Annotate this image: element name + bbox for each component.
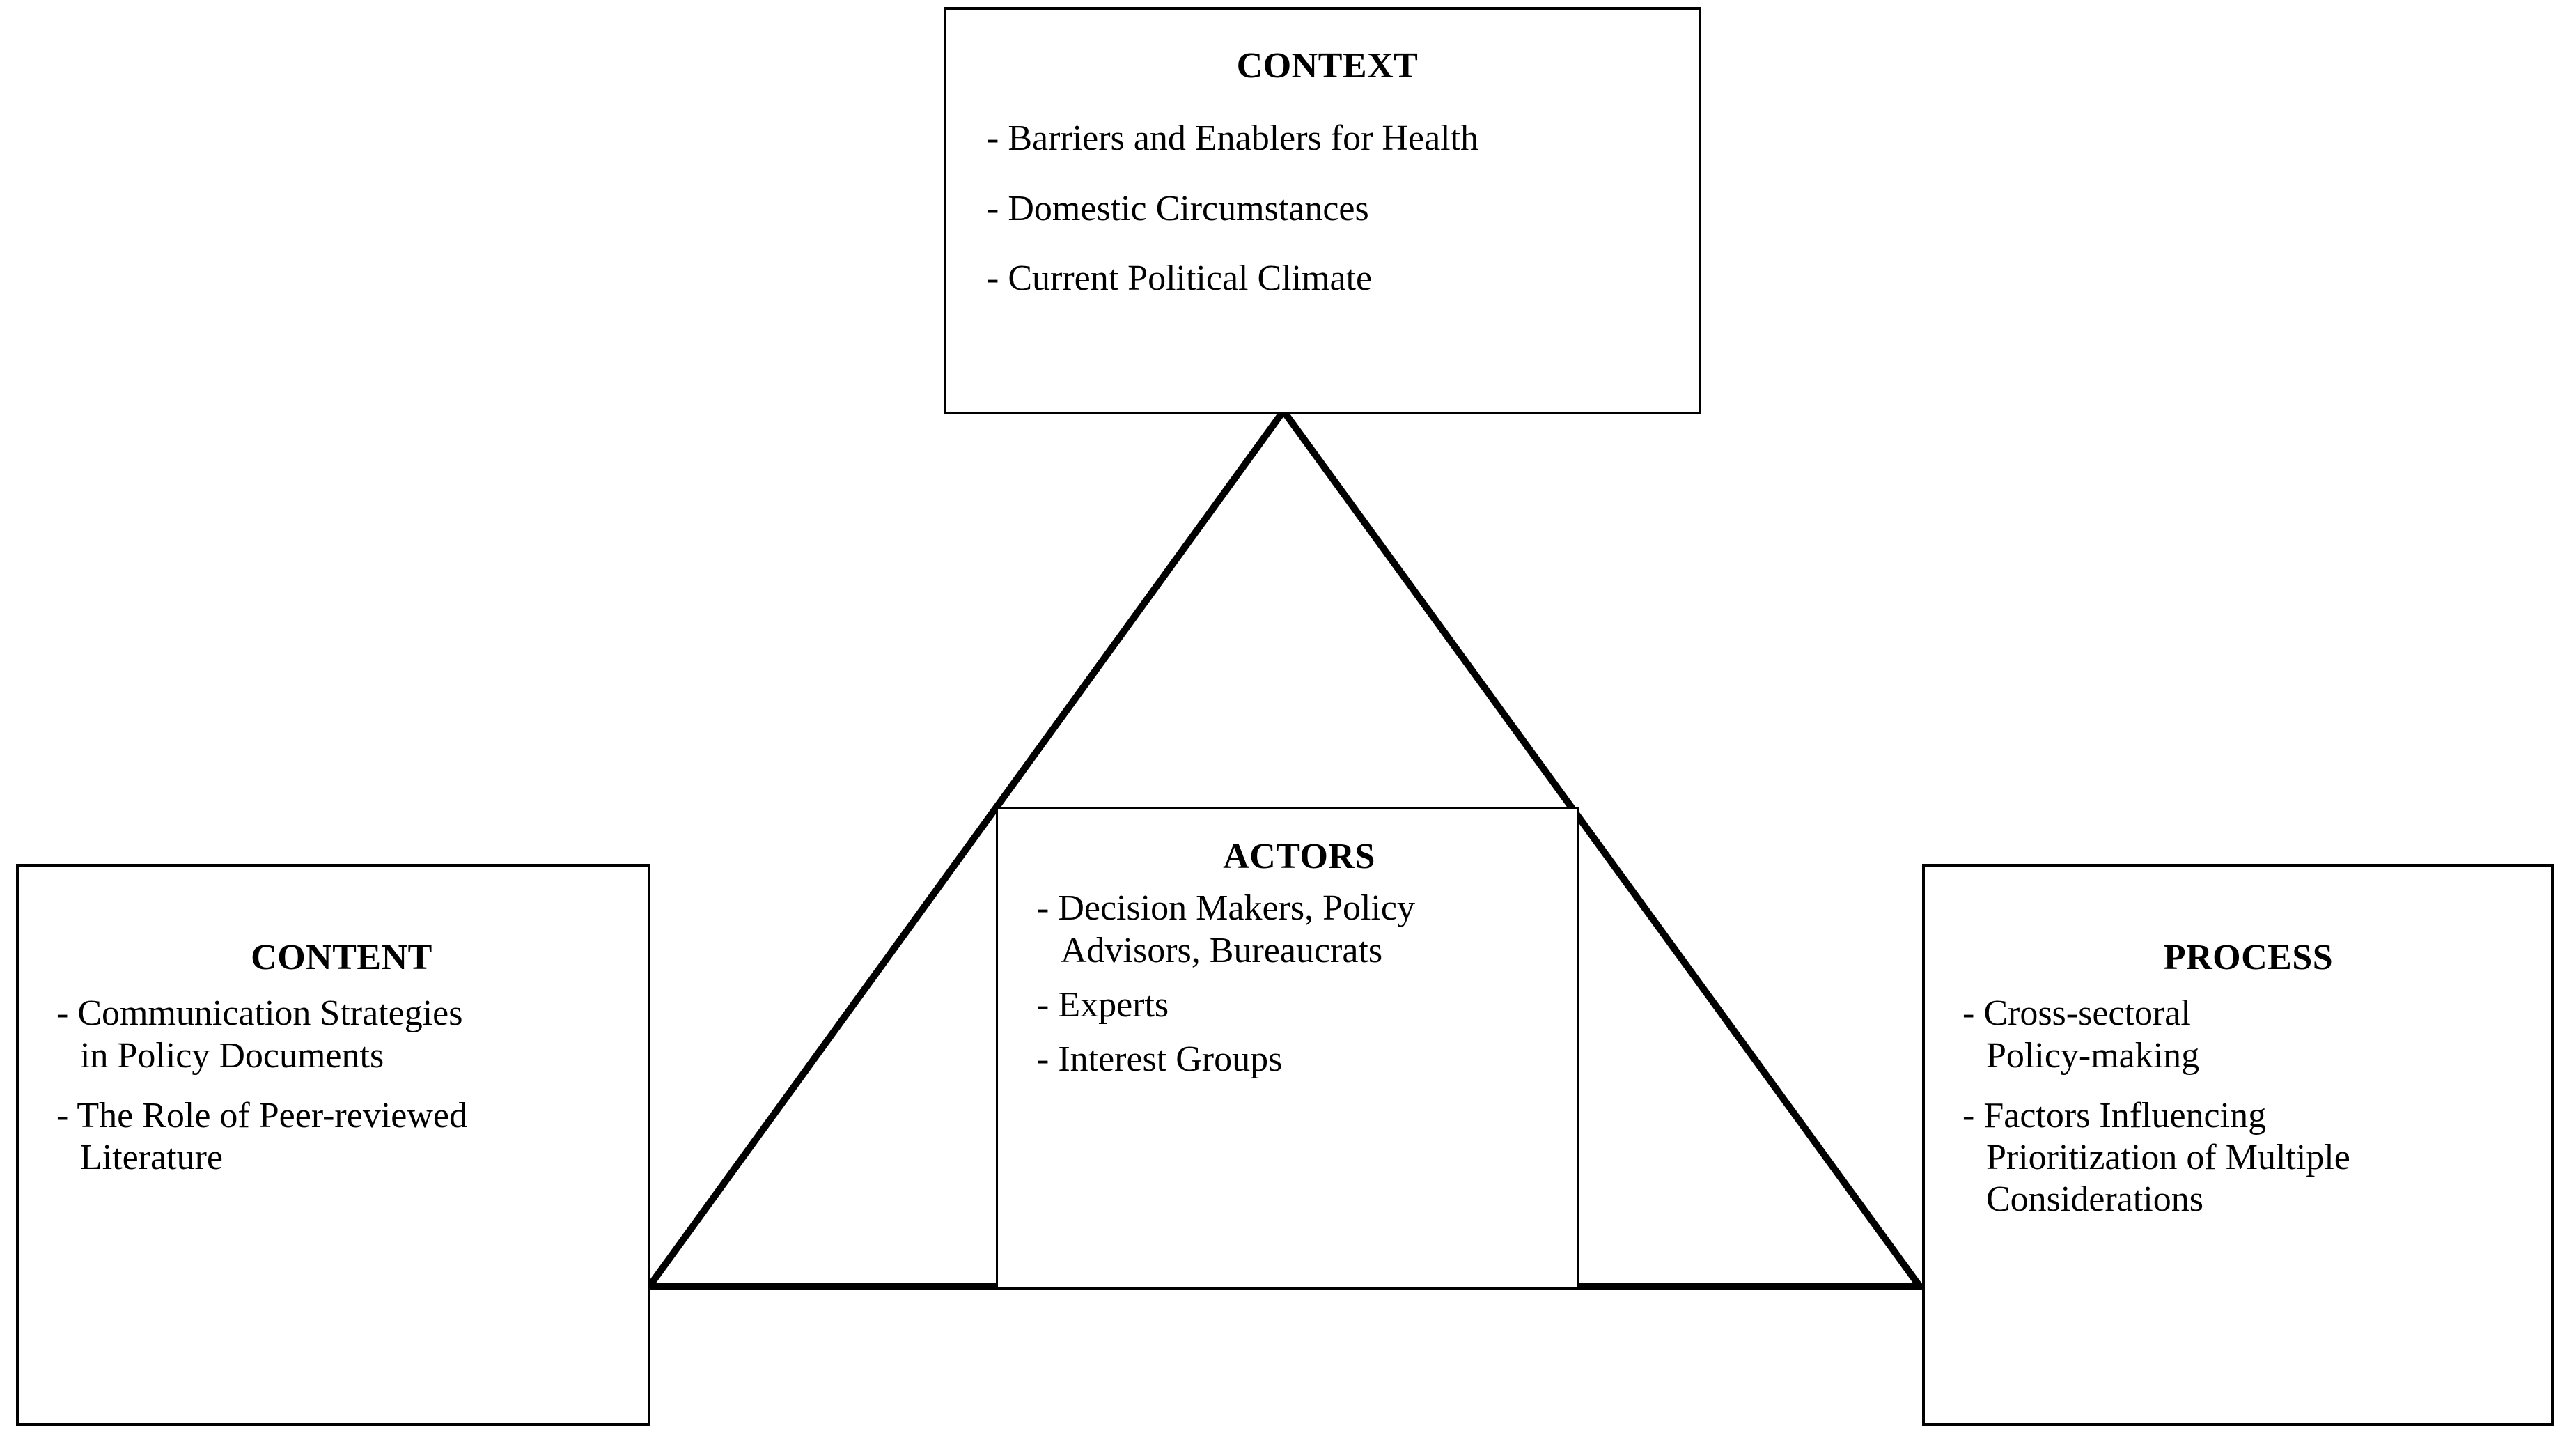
process-item-1-line3: Considerations — [1986, 1179, 2203, 1220]
process-item-0: - Cross-sectoral Policy-making — [1962, 993, 2534, 1077]
context-item-list: - Barriers and Enablers for Health - Dom… — [987, 118, 1668, 300]
content-item-0-line2: in Policy Documents — [80, 1035, 384, 1076]
process-item-0-line2: Policy-making — [1986, 1035, 2200, 1076]
content-item-1-line2: Literature — [80, 1138, 223, 1178]
actors-item-2: - Interest Groups — [1037, 1039, 1561, 1080]
process-item-1: - Factors Influencing Prioritization of … — [1962, 1095, 2534, 1221]
process-title: PROCESS — [2163, 938, 2334, 977]
content-box: CONTENT - Communication Strategies in Po… — [16, 864, 650, 1426]
actors-item-1-line1: - Experts — [1037, 984, 1169, 1025]
actors-item-0-line2: Advisors, Bureaucrats — [1061, 930, 1383, 970]
context-item-2-line1: - Current Political Climate — [987, 258, 1373, 298]
actors-box: ACTORS - Decision Makers, Policy Advisor… — [996, 807, 1579, 1289]
actors-item-0-line1: - Decision Makers, Policy — [1037, 888, 1416, 929]
content-item-0-line1: - Communication Strategies — [56, 993, 463, 1034]
content-item-0: - Communication Strategies in Policy Doc… — [56, 993, 627, 1077]
context-title: CONTEXT — [1236, 46, 1419, 86]
context-item-1-line1: - Domestic Circumstances — [987, 188, 1369, 228]
context-item-1: - Domestic Circumstances — [987, 188, 1668, 230]
actors-item-1: - Experts — [1037, 984, 1561, 1026]
context-box: CONTEXT - Barriers and Enablers for Heal… — [944, 7, 1701, 414]
actors-title: ACTORS — [1223, 837, 1375, 876]
content-item-1-line1: - The Role of Peer-reviewed — [56, 1095, 467, 1136]
context-item-2: - Current Political Climate — [987, 258, 1668, 300]
process-item-list: - Cross-sectoral Policy-making - Factors… — [1962, 993, 2534, 1221]
content-item-list: - Communication Strategies in Policy Doc… — [56, 993, 627, 1179]
content-title: CONTENT — [251, 938, 432, 977]
process-item-1-line1: - Factors Influencing — [1962, 1095, 2267, 1136]
process-item-1-line2: Prioritization of Multiple — [1986, 1138, 2350, 1178]
actors-item-list: - Decision Makers, Policy Advisors, Bure… — [1037, 888, 1561, 1080]
process-box: PROCESS - Cross-sectoral Policy-making -… — [1922, 864, 2554, 1426]
actors-item-0: - Decision Makers, Policy Advisors, Bure… — [1037, 888, 1561, 972]
context-item-0: - Barriers and Enablers for Health — [987, 118, 1668, 160]
context-item-0-line1: - Barriers and Enablers for Health — [987, 118, 1479, 159]
actors-item-2-line1: - Interest Groups — [1037, 1039, 1283, 1080]
process-item-0-line1: - Cross-sectoral — [1962, 993, 2191, 1034]
content-item-1: - The Role of Peer-reviewed Literature — [56, 1095, 627, 1179]
